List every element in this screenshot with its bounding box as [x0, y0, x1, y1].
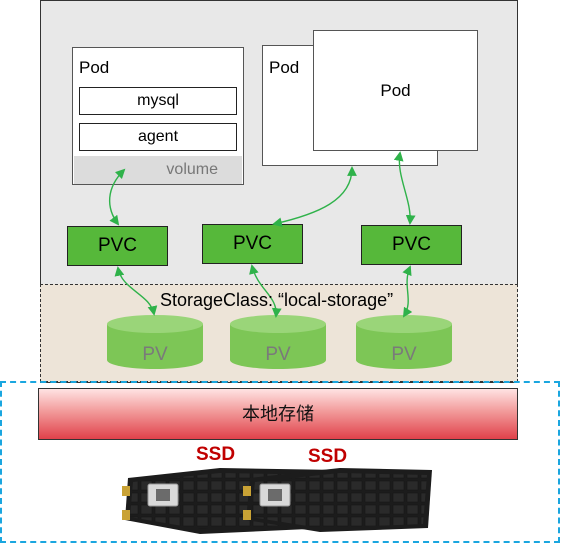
ssd-label: SSD: [308, 446, 348, 467]
pod-stack-front[interactable]: Pod: [313, 30, 478, 151]
pvc-pv-link: [114, 266, 158, 316]
pv-cylinder-shape: [356, 315, 452, 369]
pv-cylinder[interactable]: PV: [229, 314, 327, 370]
pod-volume: volume: [74, 156, 242, 184]
pv-cylinder-shape: [107, 315, 203, 369]
pv-label: PV: [142, 344, 168, 365]
pv-label: PV: [265, 344, 291, 365]
local-storage-outline: [0, 381, 560, 543]
container-agent[interactable]: agent: [79, 123, 237, 151]
pv-cylinder[interactable]: PV: [355, 314, 453, 370]
pod-label: Pod: [380, 81, 411, 100]
pvc-pv-link: [249, 264, 282, 318]
pod-pvc-link: [393, 151, 416, 225]
pod-pvc-link: [108, 168, 126, 226]
pod-pvc-link: [272, 166, 357, 228]
pod-label: Pod: [269, 58, 300, 77]
pvc-box[interactable]: PVC: [202, 224, 303, 264]
pvc-pv-link: [402, 265, 413, 318]
ssd-drive: [243, 468, 432, 532]
pod-label: Pod: [79, 58, 110, 77]
storage-class-label: StorageClass: “local-storage”: [160, 290, 394, 310]
pv-cylinder[interactable]: PV: [106, 314, 204, 370]
pvc-box[interactable]: PVC: [67, 226, 168, 266]
pvc-box[interactable]: PVC: [361, 225, 462, 265]
ssd-label: SSD: [196, 444, 236, 465]
pv-label: PV: [391, 344, 417, 365]
local-storage-bar[interactable]: 本地存储: [38, 388, 518, 440]
pod-mysql[interactable]: Pod mysql agent volume: [72, 47, 244, 185]
pv-cylinder-shape: [230, 315, 326, 369]
container-mysql[interactable]: mysql: [79, 87, 237, 115]
